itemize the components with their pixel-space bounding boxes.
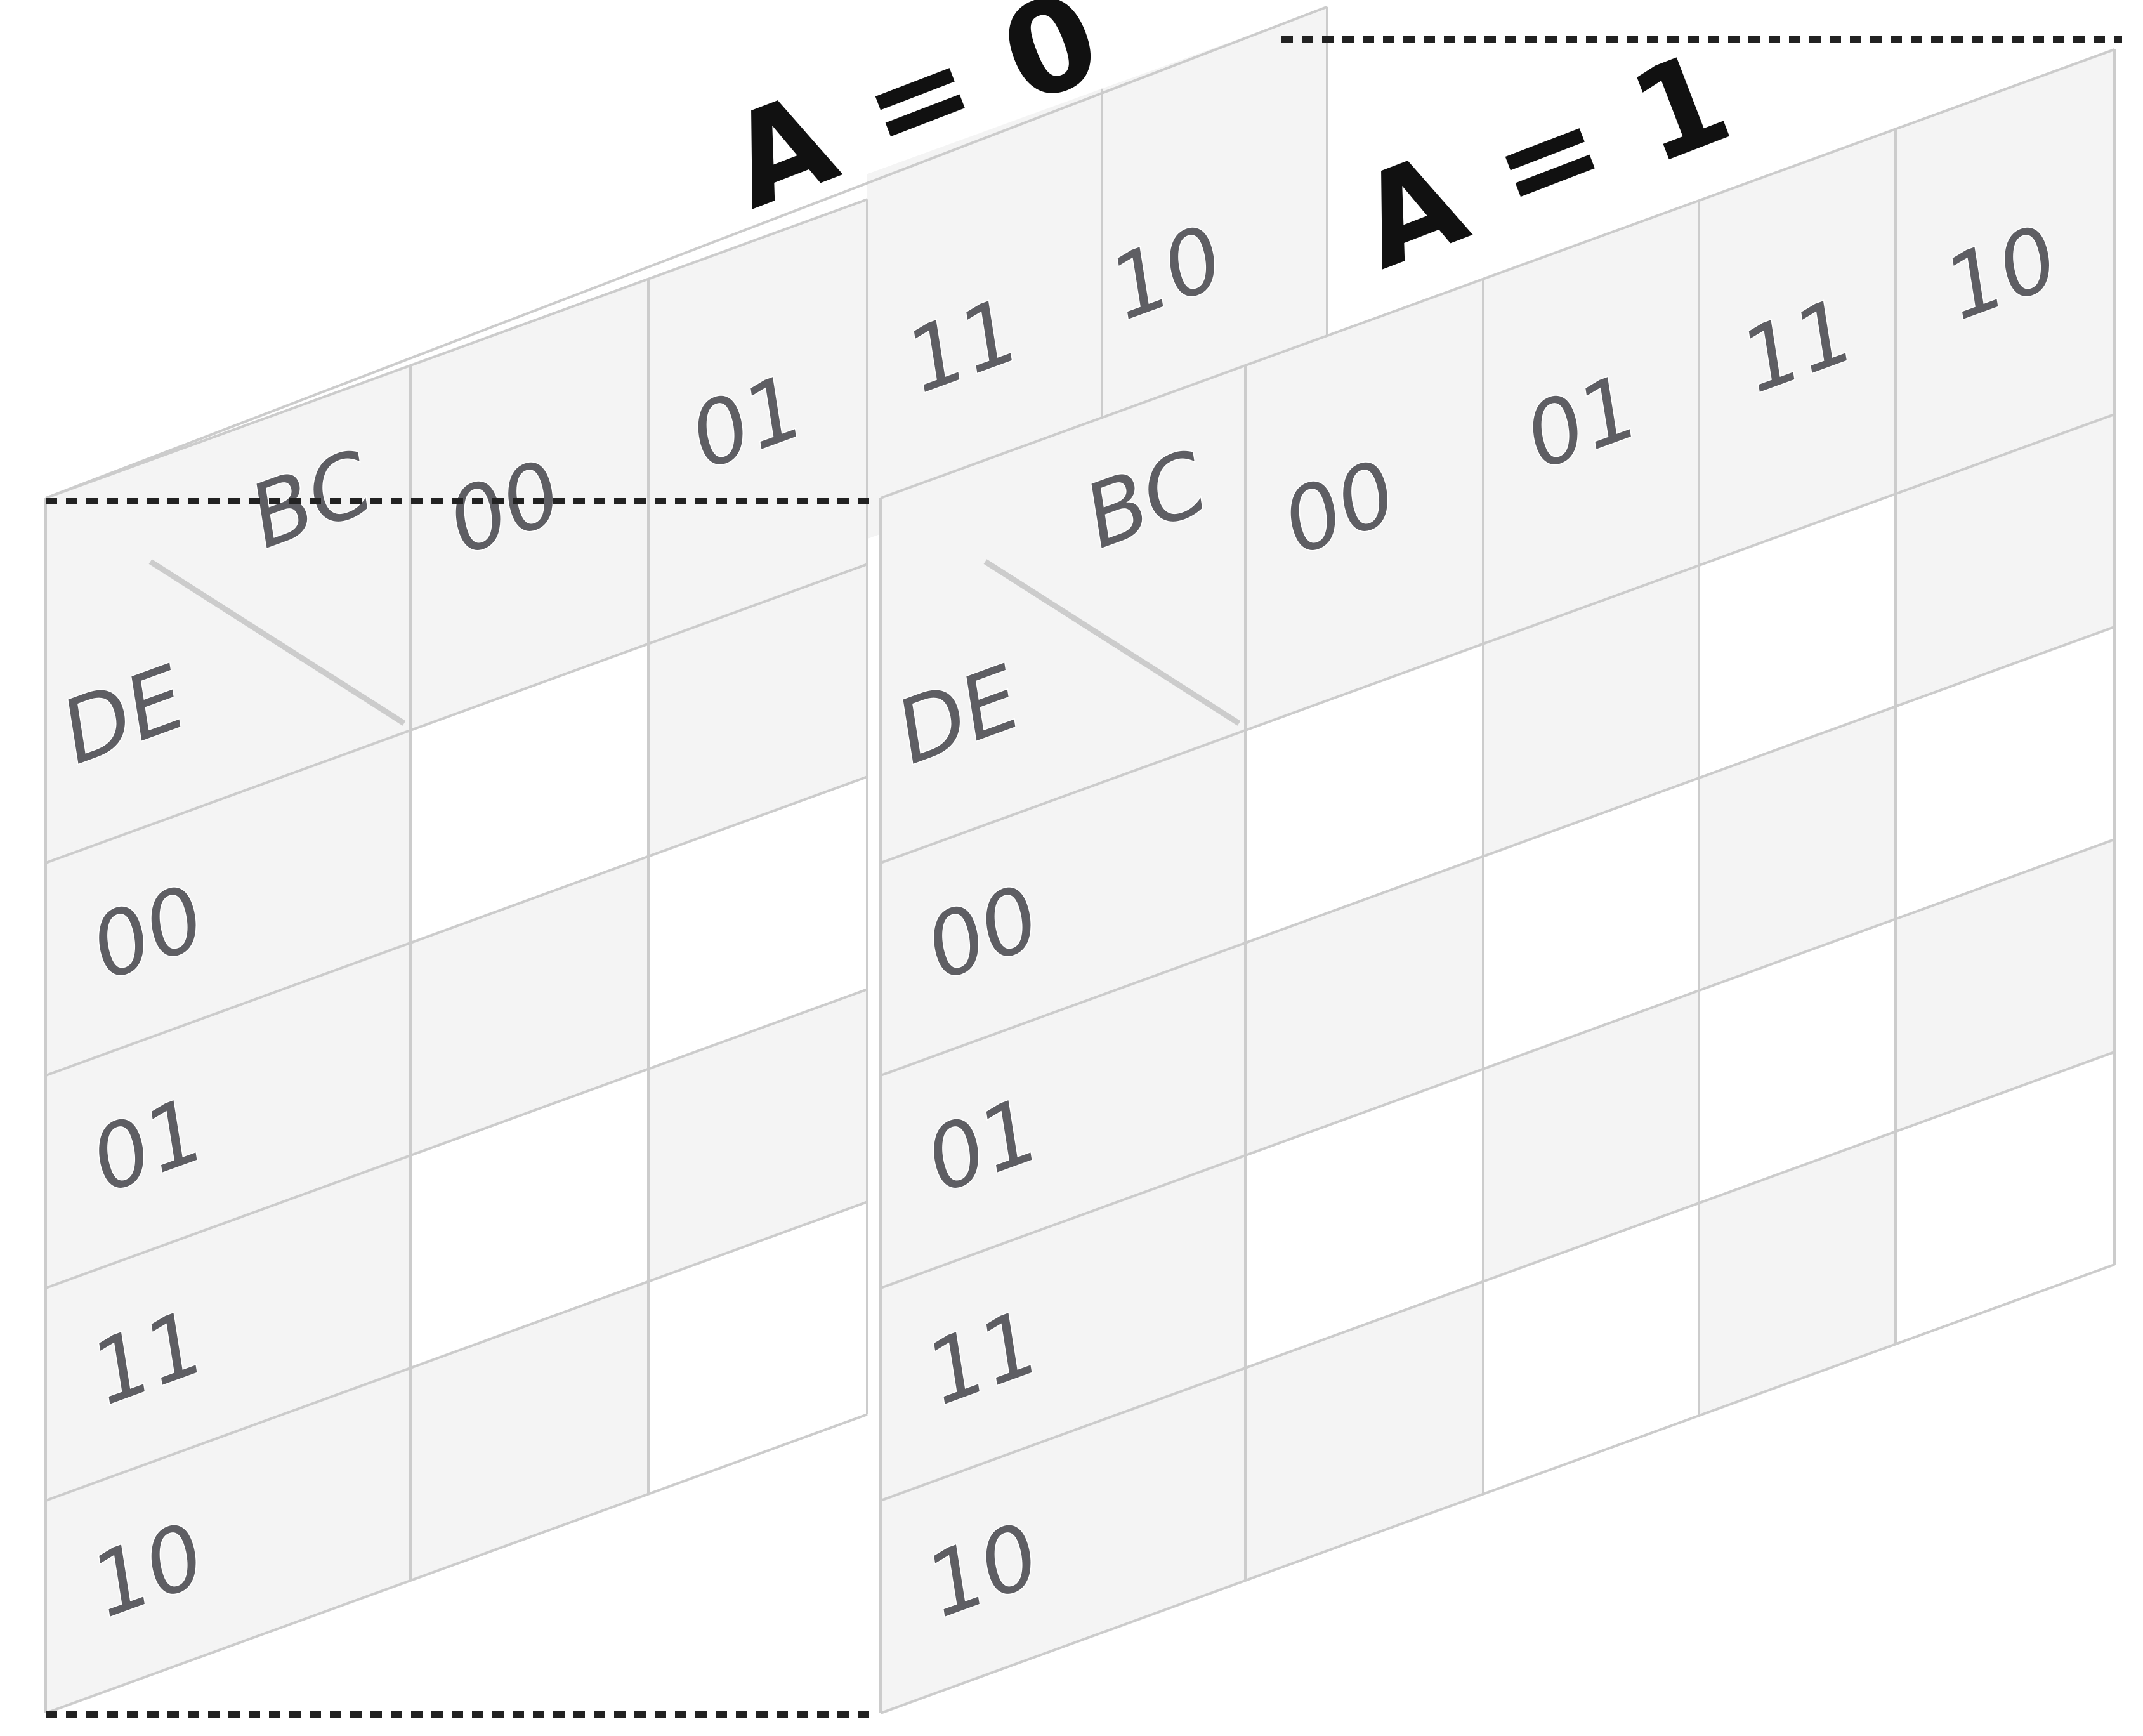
map-a1-row-line — [880, 413, 2115, 864]
map-a1-cell — [881, 942, 1245, 1288]
map-a1-cell — [1245, 1281, 1483, 1581]
map-a1-cell — [1483, 990, 1699, 1282]
map-a0-cell — [46, 942, 410, 1288]
map-a0-cell — [410, 856, 648, 1155]
map-a0-cell — [410, 1281, 648, 1581]
map-a0-cell — [410, 1069, 648, 1368]
map-a1-cell — [1245, 643, 1483, 943]
map-a1-cell — [1699, 494, 1896, 779]
map-a0-corner-diagonal — [148, 559, 406, 726]
map-a1-row-line — [880, 626, 2115, 1077]
map-a0-header-cell — [867, 88, 1102, 539]
map-a1-cell — [1245, 856, 1483, 1155]
map-a1-cell — [1699, 919, 1896, 1204]
map-a0-cell — [410, 643, 648, 943]
map-a1-cell — [1699, 706, 1896, 991]
map-a0-cell — [410, 279, 648, 730]
map-a0-row-line — [45, 1200, 868, 1502]
map-a0-cell — [648, 777, 867, 1069]
map-a1-cell — [1699, 1131, 1896, 1416]
map-a0-cell — [648, 1202, 867, 1494]
map-a0-top-edge — [45, 5, 1328, 499]
map-a0-row-line — [45, 563, 868, 864]
map-a1-cell — [1896, 49, 2114, 494]
map-a0-cell — [648, 989, 867, 1282]
map-a1-cell — [1483, 201, 1699, 644]
map-a1-cell — [881, 1155, 1245, 1501]
map-a1-row-line — [880, 838, 2115, 1289]
map-a0-row-line — [45, 988, 868, 1289]
map-a1-row-line — [880, 1051, 2115, 1502]
map-a1-cell — [881, 730, 1245, 1075]
map-a1-row-line — [880, 48, 2115, 499]
map-a1-cell — [881, 1367, 1245, 1713]
map-a1-row-line — [880, 1263, 2115, 1714]
map-a1-cell — [1896, 414, 2114, 707]
map-a0-cell — [46, 1155, 410, 1501]
map-a0-cell — [648, 199, 867, 644]
map-a1-cell — [1483, 565, 1699, 857]
map-a1-cell — [1896, 626, 2114, 919]
map-a0-grid — [44, 5, 1328, 1714]
map-a1-cell — [1896, 839, 2114, 1132]
map-a1-corner-diagonal — [983, 559, 1241, 726]
map-a0-header-cell — [1102, 6, 1327, 454]
map-a0-cell — [46, 730, 410, 1075]
map-a0-row-line — [45, 775, 868, 1077]
map-a1-grid — [879, 48, 2116, 1714]
map-a0-cell — [46, 1367, 410, 1713]
map-a0-dotted-outline — [46, 36, 2122, 1718]
map-a1-cell — [1699, 129, 1896, 566]
map-a0-row-line — [45, 198, 868, 499]
map-a1-cell — [1245, 1069, 1483, 1368]
map-a1-cell — [1896, 1051, 2114, 1345]
map-a1-cell — [1245, 279, 1483, 730]
map-a0-row-line — [45, 1413, 868, 1714]
map-a1-cell — [1483, 778, 1699, 1069]
map-a1-cell — [1483, 1203, 1699, 1494]
map-a0-cell — [648, 564, 867, 857]
